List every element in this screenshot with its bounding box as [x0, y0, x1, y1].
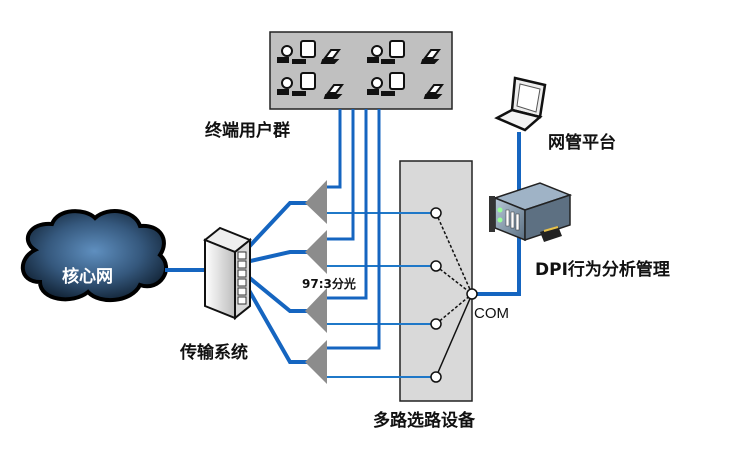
transmission-server-icon — [203, 226, 252, 321]
port-4 — [430, 371, 442, 383]
laptop-icon — [423, 84, 444, 99]
com-port — [466, 288, 478, 300]
splitter-2-icon — [305, 230, 327, 274]
workstation-icon — [277, 77, 293, 95]
terminal-group-label: 终端用户群 — [205, 121, 290, 141]
transmission-to-splitter-2-link — [245, 250, 308, 264]
desktop-icon — [292, 40, 316, 64]
splitter-1-icon — [305, 180, 327, 224]
splitter-to-multiplexer-links — [326, 212, 436, 378]
splitter-to-terminal-links — [326, 109, 381, 350]
desktop-icon — [381, 72, 405, 96]
transmission-to-splitter-3-link — [244, 273, 308, 313]
trunk-links — [165, 132, 521, 364]
multiplexer-label: 多路选路设备 — [373, 411, 475, 431]
com-to-dpi-to-nms-link — [473, 132, 521, 296]
nms-platform-label: 网管平台 — [548, 133, 616, 153]
splitters — [305, 180, 327, 384]
nms-laptop-icon — [494, 76, 547, 132]
port-2 — [430, 260, 442, 272]
workstation-icon — [367, 45, 383, 63]
transmission-system-label: 传输系统 — [180, 343, 248, 363]
dpi-management-label: DPI行为分析管理 — [535, 260, 670, 280]
splitter-3-icon — [305, 288, 327, 333]
com-label: COM — [474, 305, 509, 322]
terminal-icons — [277, 40, 444, 99]
splitter-ratio-label: 97:3分光 — [302, 277, 356, 291]
core-network-label: 核心网 — [62, 267, 113, 287]
desktop-icon — [292, 72, 316, 96]
workstation-icon — [367, 77, 383, 95]
multiplexer-panel — [399, 160, 473, 402]
splitter-4-icon — [305, 340, 327, 384]
port-3 — [430, 318, 442, 330]
laptop-icon — [323, 84, 344, 99]
terminal-user-group-panel — [269, 31, 453, 110]
selector-switch — [430, 207, 478, 383]
transmission-to-splitter-4-link — [244, 284, 308, 364]
desktop-icon — [381, 40, 405, 64]
port-1 — [430, 207, 442, 219]
workstation-icon — [277, 45, 293, 63]
laptop-icon — [320, 49, 341, 64]
laptop-icon — [420, 49, 441, 64]
core-network-cloud-icon — [20, 209, 168, 303]
dpi-appliance-icon — [489, 182, 573, 242]
transmission-to-splitter-1-link — [244, 201, 308, 252]
